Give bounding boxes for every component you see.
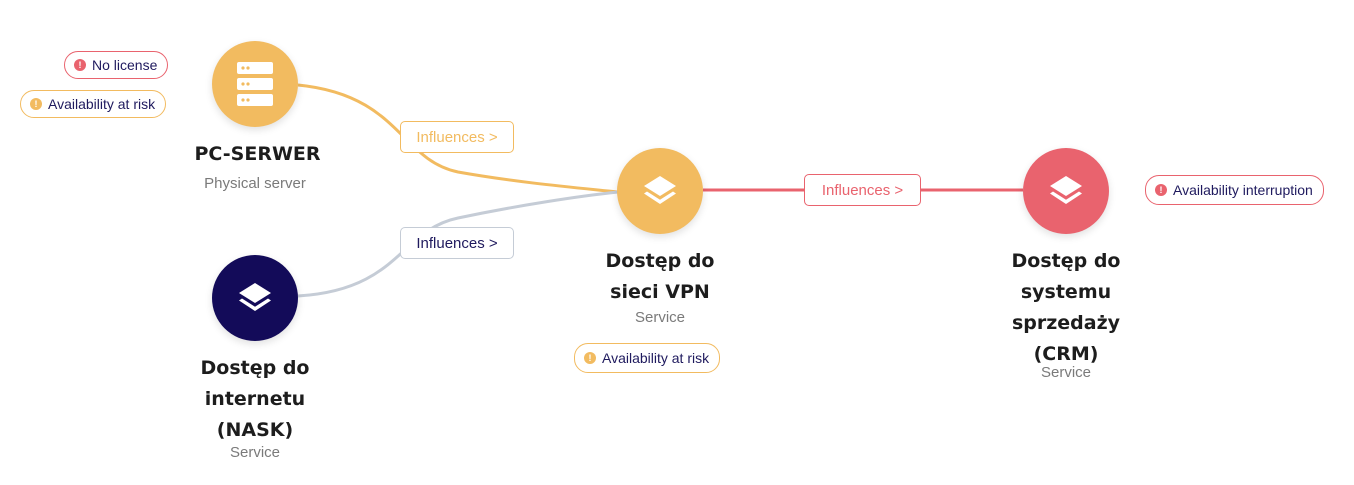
edge-label-vpn-to-crm[interactable]: Influences >: [804, 174, 921, 206]
node-vpn[interactable]: [617, 148, 703, 234]
status-badge-label: Availability interruption: [1173, 182, 1313, 198]
exclamation-icon: !: [584, 352, 596, 364]
node-crm-subtitle: Service: [1040, 364, 1092, 381]
node-internet-nask-title: Dostęp do internetu (NASK): [200, 357, 310, 441]
status-badge-availability-at-risk[interactable]: ! Availability at risk: [574, 343, 721, 373]
status-badge-availability-at-risk[interactable]: ! Availability at risk: [20, 90, 167, 118]
status-badge-no-license[interactable]: ! No license: [64, 51, 169, 79]
node-pc-serwer-subtitle: Physical server: [204, 175, 306, 192]
edge-label-internet-to-vpn[interactable]: Influences >: [400, 227, 514, 259]
node-pc-serwer[interactable]: [212, 41, 298, 127]
layers-icon: [239, 283, 271, 311]
status-badge-label: No license: [92, 57, 158, 73]
layers-icon: [644, 176, 676, 204]
exclamation-icon: !: [74, 59, 86, 71]
node-crm[interactable]: [1023, 148, 1109, 234]
status-badge-label: Availability at risk: [48, 96, 156, 112]
edge-label-pc-serwer-to-vpn[interactable]: Influences >: [400, 121, 514, 153]
node-vpn-title: Dostęp do sieci VPN: [605, 250, 715, 303]
node-pc-serwer-title: PC-SERWER: [194, 143, 321, 165]
status-badge-label: Availability at risk: [602, 350, 710, 366]
node-crm-title: Dostęp do systemu sprzedaży (CRM): [1011, 250, 1121, 365]
edge-internet-to-vpn[interactable]: [297, 190, 619, 298]
server-icon: [237, 62, 273, 106]
exclamation-icon: !: [30, 98, 42, 110]
edge-pc-serwer-to-vpn[interactable]: [297, 83, 619, 194]
node-internet-nask-subtitle: Service: [229, 444, 281, 461]
node-vpn-subtitle: Service: [634, 309, 686, 326]
exclamation-icon: !: [1155, 184, 1167, 196]
layers-icon: [1050, 176, 1082, 204]
status-badge-availability-interruption[interactable]: ! Availability interruption: [1145, 175, 1324, 205]
node-internet-nask[interactable]: [212, 255, 298, 341]
